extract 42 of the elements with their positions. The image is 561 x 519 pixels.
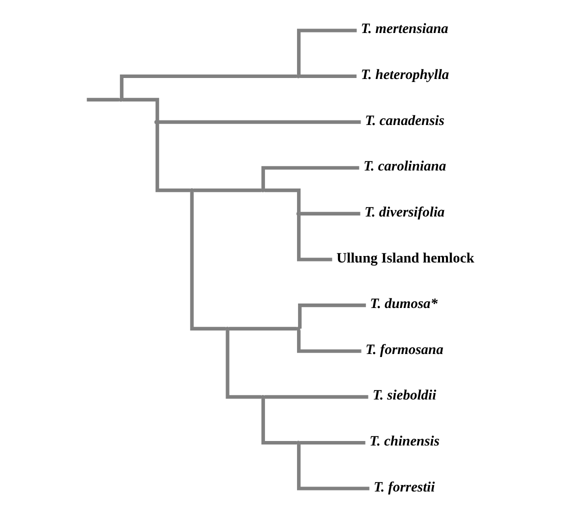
connector: [155, 123, 190, 192]
connector: [225, 330, 261, 399]
connector: [228, 326, 296, 330]
node-text: T. dumosa*: [370, 296, 438, 312]
node-point: [118, 98, 122, 102]
connector: [122, 98, 159, 121]
connector: [299, 212, 360, 216]
node-text: T. mertensiana: [360, 21, 448, 38]
node-text: T. formosana: [364, 342, 443, 358]
connector: [157, 120, 360, 124]
node-text: Ullung Island hemlock: [336, 250, 474, 266]
node-text: T. chinensis: [369, 433, 440, 450]
connector: [260, 166, 359, 189]
node-text: T. sieboldii: [372, 388, 436, 404]
connector: [296, 28, 356, 75]
node-point: [189, 188, 194, 192]
node-text: T. forrestii: [373, 479, 434, 496]
connector: [86, 98, 119, 102]
node-point: [154, 120, 158, 124]
node-point: [296, 440, 300, 445]
node-point: [260, 188, 264, 192]
connector: [260, 398, 296, 444]
connector: [264, 188, 300, 212]
connector: [298, 304, 366, 329]
node-point: [224, 326, 229, 331]
node-point: [296, 212, 300, 216]
connector: [296, 444, 369, 490]
node-text: T. diversifolia: [364, 204, 444, 220]
connector: [264, 395, 368, 399]
connector: [190, 192, 226, 330]
node-text: T. canadensis: [364, 112, 444, 129]
connector: [119, 74, 296, 98]
node-point: [260, 394, 264, 399]
connector: [299, 440, 365, 444]
connector: [296, 330, 361, 353]
node-text: T. heterophylla: [360, 67, 449, 84]
node-point: [296, 326, 300, 331]
node-text: T. caroliniana: [362, 158, 446, 175]
node-point: [296, 74, 300, 78]
connector: [299, 74, 356, 78]
connector: [296, 215, 332, 262]
connector: [192, 188, 261, 192]
